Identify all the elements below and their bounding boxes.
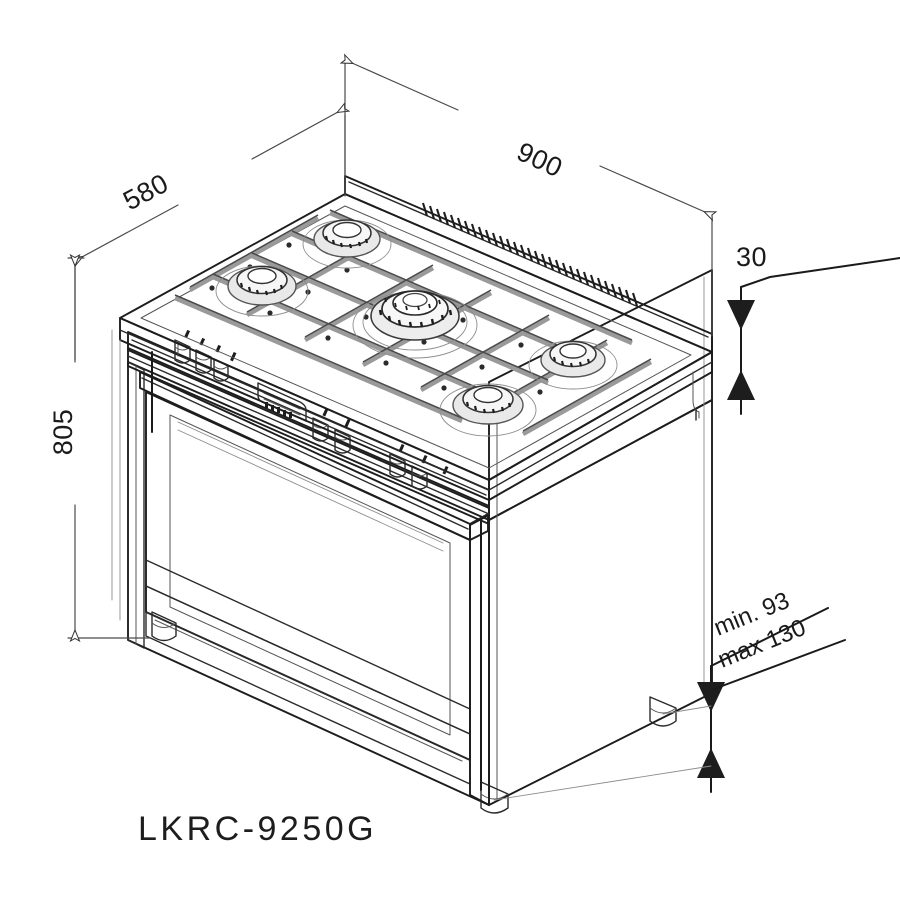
arrowhead-down — [697, 682, 725, 712]
arrowhead-up — [727, 370, 755, 400]
leg-front-left — [151, 611, 177, 642]
arrowhead-down — [727, 300, 755, 330]
dimension-805: 805 — [48, 258, 151, 638]
left-trim — [127, 361, 145, 649]
control-knob-6[interactable] — [389, 453, 406, 478]
arrowhead-up — [697, 748, 725, 778]
burner-center-wok — [352, 290, 478, 359]
left-edge-lines — [111, 329, 153, 621]
dimension-30-label: 30 — [736, 242, 767, 272]
control-knob-5[interactable] — [334, 429, 351, 454]
leg-front-right — [480, 781, 509, 814]
model-label: LKRC-9250G — [138, 810, 377, 848]
burner-front-center — [439, 383, 537, 437]
burner-rear-center — [302, 219, 392, 269]
control-knob-7[interactable] — [411, 465, 428, 490]
right-corner-post — [469, 514, 490, 806]
dimension-30: 30 — [727, 242, 900, 415]
burner-rear-left — [215, 265, 309, 317]
panel-indicator-marks-2 — [322, 407, 351, 428]
gas-connection — [692, 371, 700, 421]
burner-front-right — [528, 340, 618, 390]
vent-slats — [421, 202, 639, 307]
leg-rear-right — [649, 696, 677, 727]
control-knob-3[interactable] — [213, 358, 229, 382]
dimension-805-label: 805 — [48, 409, 78, 456]
range-cooker — [111, 175, 713, 814]
